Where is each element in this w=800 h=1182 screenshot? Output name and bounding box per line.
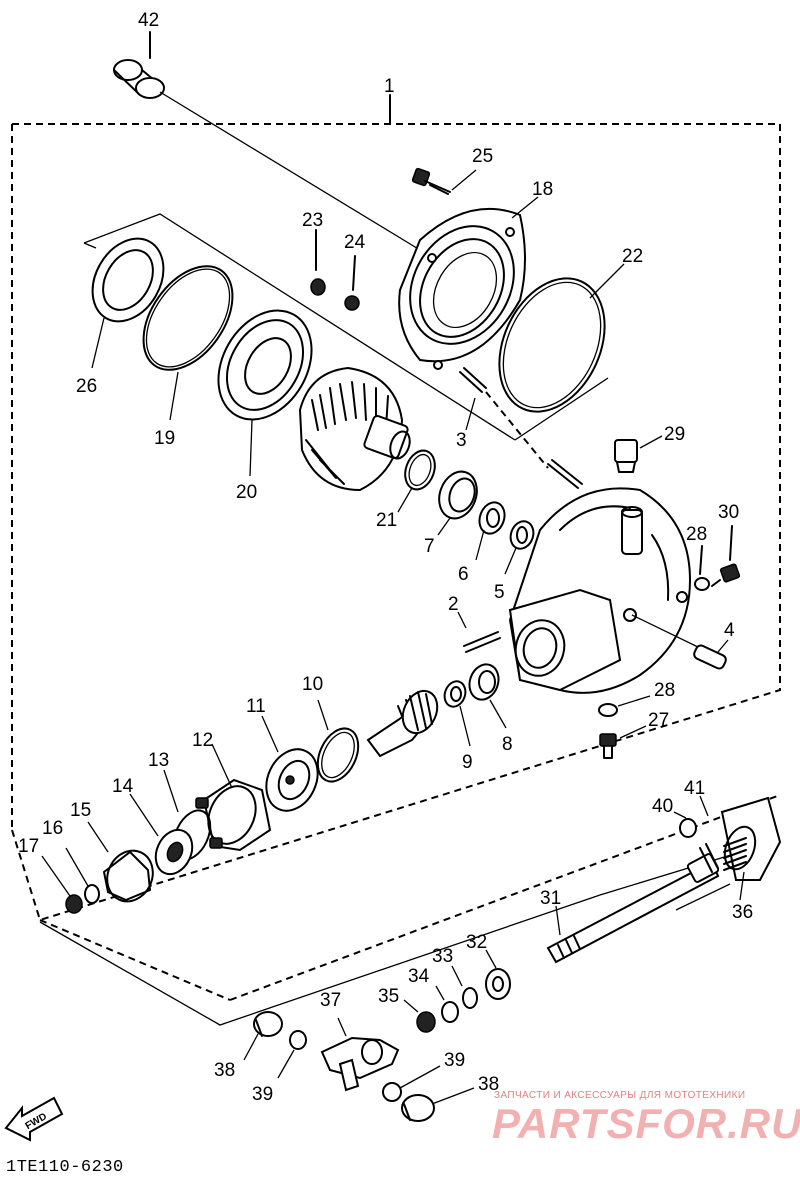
part-30-bolt: 30 [711,502,741,587]
label-19: 19 [154,428,175,449]
label-34: 34 [408,966,430,987]
part-10-shim: 10 [302,674,360,783]
label-38-lower: 38 [478,1074,499,1095]
label-5: 5 [494,582,505,603]
label-30: 30 [718,502,739,523]
label-22: 22 [622,246,643,267]
part-36-spring: 36 [723,837,753,923]
part-26-oil-seal: 26 [76,237,165,397]
part-12-retainer: 12 [192,730,272,852]
label-28-lower: 28 [654,680,675,701]
final-gear-case [508,487,701,694]
part-5-collar: 5 [494,520,535,603]
label-12: 12 [192,730,213,751]
label-33: 33 [432,946,453,967]
part-39-circlip-upper: 39 [252,1030,307,1105]
part-38-bearing-cup-upper: 38 [214,1011,283,1081]
part-4-pin: 4 [693,620,735,670]
part-25-bolt: 25 [411,146,493,195]
label-7: 7 [424,536,435,557]
label-1: 1 [384,76,395,97]
label-18: 18 [532,179,553,200]
label-40: 40 [652,796,673,817]
part-24-bolt: 24 [344,232,366,311]
part-35-nut: 35 [378,986,436,1033]
label-32: 32 [466,932,487,953]
label-16: 16 [42,818,63,839]
part-17-nut: 17 [18,836,83,914]
part-42-collar: 42 [113,10,421,251]
assembly-boundary: 1 [11,76,781,1001]
ring-gear [298,366,411,492]
label-13: 13 [148,750,169,771]
catalog-code: 1TE110-6230 [6,1158,124,1177]
part-22-o-ring: 22 [498,246,643,413]
label-37: 37 [320,990,341,1011]
part-6-washer: 6 [458,501,506,585]
label-10: 10 [302,674,323,695]
label-11: 11 [246,696,266,717]
label-20: 20 [236,482,257,503]
label-25: 25 [472,146,493,167]
part-29-plug: 29 [614,424,685,473]
label-6: 6 [458,564,469,585]
label-31: 31 [540,888,561,909]
label-35: 35 [378,986,399,1007]
part-11-bearing: 11 [246,696,319,812]
part-32-bearing: 32 [466,932,511,1000]
label-29: 29 [664,424,685,445]
part-14-seal: 14 [112,776,194,876]
part-3-stud: 3 [456,367,583,489]
part-18-housing: 18 [398,179,553,370]
label-42: 42 [138,10,159,31]
label-41: 41 [684,778,705,799]
part-7-bearing: 7 [424,470,478,557]
label-36: 36 [732,902,753,923]
part-40-nut: 40 [652,796,697,838]
part-28-washer-lower: 28 [598,680,675,717]
label-3: 3 [456,430,467,451]
label-2: 2 [448,594,459,615]
part-33-washer: 33 [432,946,478,1009]
part-15-coupling: 15 [70,800,154,903]
label-21: 21 [376,510,397,531]
part-28-washer-upper: 28 [686,524,710,591]
part-16-washer: 16 [42,818,100,904]
label-14: 14 [112,776,134,797]
label-15: 15 [70,800,91,821]
part-9-collar: 9 [443,680,473,773]
part-27-drain-bolt: 27 [599,710,669,759]
label-27: 27 [648,710,669,731]
part-38-bearing-cup-lower: 38 [401,1074,499,1122]
label-38-upper: 38 [214,1060,235,1081]
watermark-tagline: ЗАПЧАСТИ И АКСЕССУАРЫ ДЛЯ МОТОТЕХНИКИ [494,1090,746,1101]
label-23: 23 [302,210,323,231]
part-8-bearing: 8 [468,663,513,755]
label-17: 17 [18,836,39,857]
label-39-lower: 39 [444,1050,465,1071]
label-8: 8 [502,734,513,755]
label-4: 4 [724,620,735,641]
pinion-gear [366,689,439,758]
watermark-brand: PARTSFOR.RU [492,1100,800,1147]
part-2-stud: 2 [448,594,501,653]
front-direction-arrow: FWD [4,1096,64,1142]
label-24: 24 [344,232,366,253]
label-9: 9 [462,752,473,773]
part-19-shim: 19 [142,265,234,449]
part-39-circlip-lower: 39 [382,1050,465,1102]
part-21-shim: 21 [376,449,436,531]
part-37-universal-joint: 37 [320,990,400,1092]
part-23-nut: 23 [302,210,326,296]
part-20-bearing: 20 [217,309,313,503]
label-28-upper: 28 [686,524,707,545]
label-39-upper: 39 [252,1084,273,1105]
label-26: 26 [76,376,97,397]
part-34-collar: 34 [408,966,459,1023]
part-31-drive-shaft: 31 [540,843,731,964]
